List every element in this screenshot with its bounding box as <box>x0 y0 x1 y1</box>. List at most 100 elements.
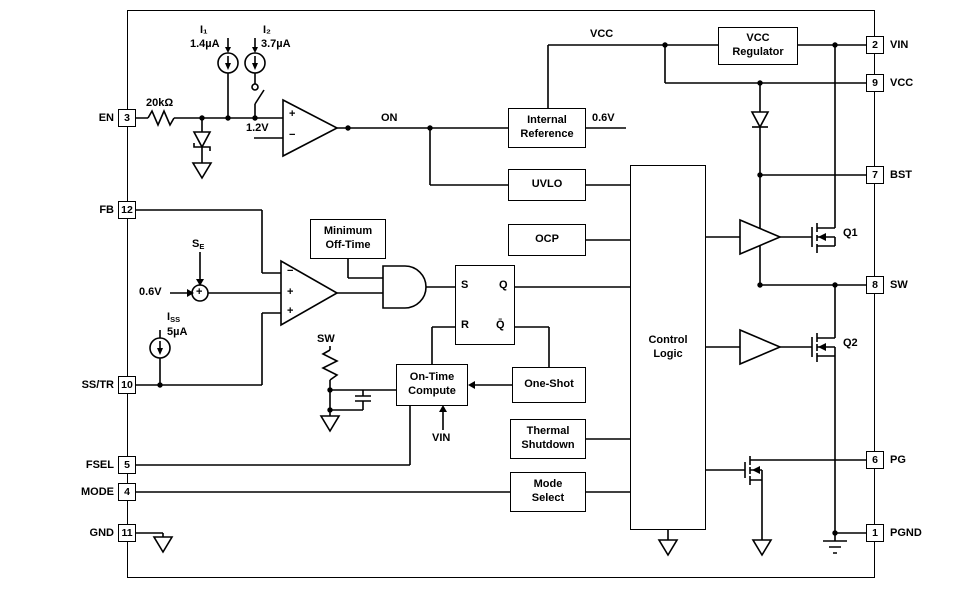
ground-icon <box>152 536 174 554</box>
block-control-logic-line1: Control <box>648 333 688 346</box>
pin-label-pg: PG <box>890 454 906 466</box>
block-internal-reference-line1: Internal <box>527 114 567 127</box>
label-i2-value: 3.7µA <box>261 38 291 50</box>
block-minimum-off-time: Minimum Off-Time <box>310 219 386 259</box>
block-vcc-regulator: VCC Regulator <box>718 27 798 65</box>
arrow-icons <box>187 279 475 412</box>
current-source-i1-icon <box>217 38 239 74</box>
diagram-border <box>127 10 875 578</box>
label-sw-node: SW <box>317 333 335 345</box>
pin-label-fb: FB <box>99 204 114 216</box>
label-slope-comp-sub: E <box>199 242 205 251</box>
block-on-time-compute-line2: Compute <box>408 385 456 397</box>
error-amp-plus1-sign: + <box>287 286 294 298</box>
label-slope-comp-base: S <box>192 238 200 250</box>
pin-label-en: EN <box>98 112 114 124</box>
label-q2: Q2 <box>843 337 858 349</box>
label-vin-sense: VIN <box>432 432 451 444</box>
block-ocp-line1: OCP <box>535 233 559 246</box>
block-sr-latch <box>455 265 515 345</box>
block-thermal-shutdown-line2: Shutdown <box>521 439 575 451</box>
zener-diode-icon <box>192 131 212 151</box>
pin-label-gnd: GND <box>89 527 114 539</box>
pin-box-fsel: 5 <box>118 456 136 474</box>
gate-driver-q1-icon <box>739 218 783 256</box>
resistor-sw-icon <box>321 349 339 381</box>
label-i1-name: I₁ <box>200 24 208 36</box>
en-switch-icon <box>251 83 265 105</box>
capacitor-icon <box>330 390 371 411</box>
ground-icon <box>191 162 213 180</box>
gate-driver-q2-icon <box>739 328 783 366</box>
label-iss-name: ISS <box>167 311 180 324</box>
pin-box-sstr: 10 <box>118 376 136 394</box>
pin-label-sw: SW <box>890 279 908 291</box>
pin-box-bst: 7 <box>866 166 884 184</box>
block-internal-reference: Internal Reference <box>508 108 586 148</box>
block-vcc-regulator-line1: VCC <box>746 32 770 45</box>
pin-box-vin: 2 <box>866 36 884 54</box>
label-q1: Q1 <box>843 227 858 239</box>
block-on-time-compute: On-Time Compute <box>396 364 468 406</box>
label-iss-base: I <box>167 311 171 323</box>
block-thermal-shutdown-line1: Thermal <box>526 425 570 438</box>
block-minimum-off-time-line2: Off-Time <box>325 239 371 251</box>
pin-box-fb: 12 <box>118 201 136 219</box>
error-amp-minus-sign: − <box>287 265 294 277</box>
resistor-20k-icon <box>147 108 175 128</box>
latch-qbar-label: Q̄ <box>496 319 505 331</box>
ground-icon <box>319 412 341 433</box>
block-minimum-off-time-line1: Minimum <box>323 225 373 238</box>
comparator-minus-sign: − <box>289 129 296 141</box>
error-amp-plus2-sign: + <box>287 305 294 317</box>
pin-label-vcc: VCC <box>890 77 914 89</box>
pin-box-pgnd: 1 <box>866 524 884 542</box>
label-slope-comp: SE <box>192 238 204 251</box>
block-thermal-shutdown: Thermal Shutdown <box>510 419 586 459</box>
latch-r-label: R <box>461 319 469 331</box>
comparator-icon <box>282 98 339 158</box>
pin-label-pgnd: PGND <box>890 527 922 539</box>
latch-s-label: S <box>461 279 469 291</box>
block-mode-select-line2: Select <box>531 492 565 504</box>
earth-ground-icon <box>823 533 847 554</box>
block-control-logic-line2: Logic <box>653 347 683 360</box>
comparator-plus-sign: + <box>289 108 296 120</box>
pin-label-bst: BST <box>890 169 912 181</box>
label-i1-value: 1.4µA <box>190 38 220 50</box>
block-ocp: OCP <box>508 224 586 256</box>
summing-plus-sign: + <box>196 286 203 298</box>
block-one-shot: One-Shot <box>512 367 586 403</box>
mosfet-q2-icon <box>811 333 835 362</box>
block-internal-reference-line2: Reference <box>520 128 574 140</box>
block-mode-select-line1: Mode <box>533 478 563 491</box>
current-source-iss-icon <box>149 337 171 359</box>
block-uvlo-line1: UVLO <box>531 178 563 191</box>
pin-box-gnd: 11 <box>118 524 136 542</box>
pin-box-en: 3 <box>118 109 136 127</box>
pin-label-mode: MODE <box>81 486 114 498</box>
pin-box-vcc: 9 <box>866 74 884 92</box>
wires <box>136 44 866 540</box>
junction-dots <box>157 42 838 536</box>
mosfet-pg-icon <box>744 456 763 485</box>
current-source-i2-icon <box>244 38 266 74</box>
label-i2-name: I₂ <box>263 24 271 36</box>
pin-box-sw: 8 <box>866 276 884 294</box>
label-ref-out: 0.6V <box>592 112 615 124</box>
pin-label-fsel: FSEL <box>85 459 114 471</box>
mosfet-q1-icon <box>811 223 836 253</box>
pin-box-pg: 6 <box>866 451 884 469</box>
label-on-signal: ON <box>381 112 398 124</box>
latch-q-label: Q <box>499 279 508 291</box>
label-iss-sub: SS <box>170 315 181 324</box>
label-sum-ref: 0.6V <box>139 286 162 298</box>
diode-icon <box>750 111 770 129</box>
label-comparator-ref: 1.2V <box>246 122 269 134</box>
block-vcc-regulator-line2: Regulator <box>732 46 784 58</box>
label-iss-value: 5µA <box>167 326 188 338</box>
pin-box-mode: 4 <box>118 483 136 501</box>
error-amplifier-icon <box>280 259 339 327</box>
